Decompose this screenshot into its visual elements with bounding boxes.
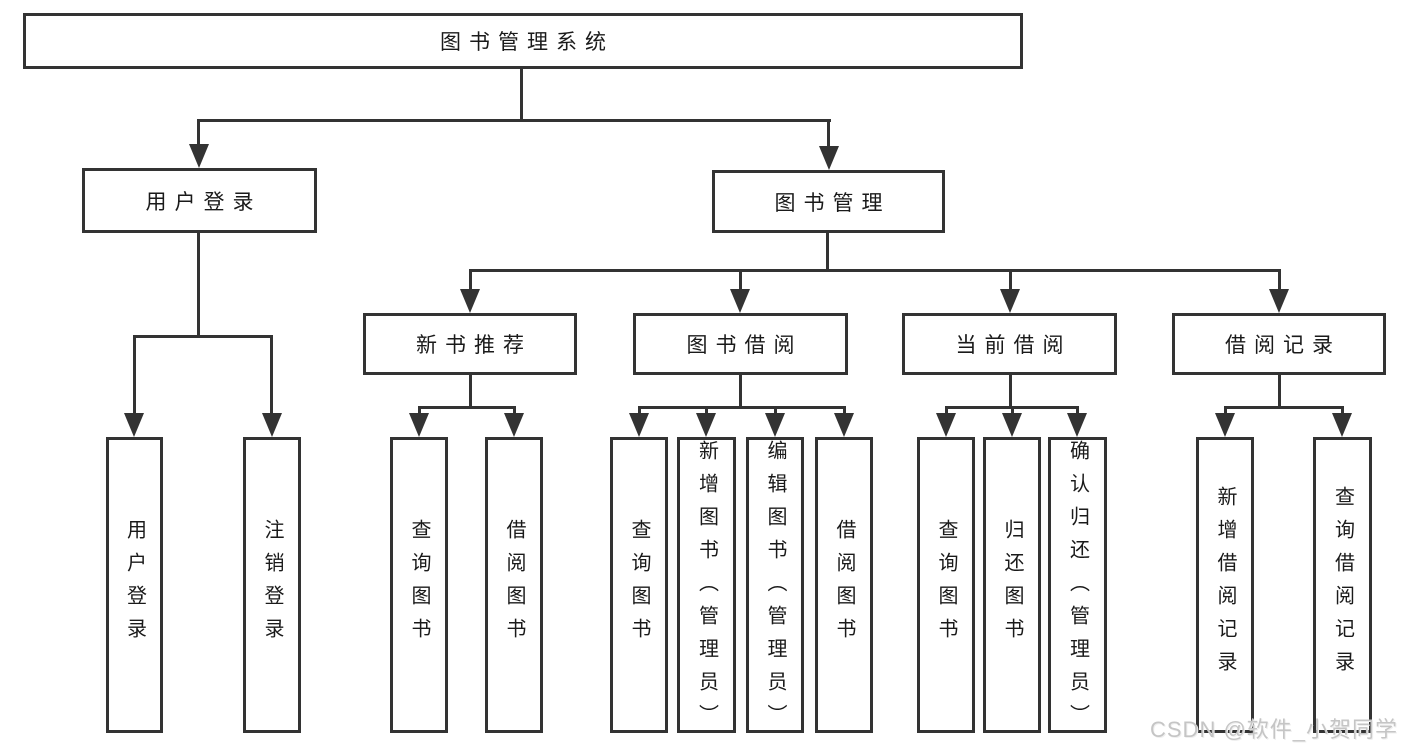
arrowhead-leaf-newbook-query: [409, 413, 429, 437]
node-library-management-system: 图书管理系统: [23, 13, 1023, 69]
leaf-borrow-borrow-books: 借阅图书: [815, 437, 873, 733]
connector-root-stem: [520, 69, 523, 121]
arrowhead-leaf-borrow-add: [696, 413, 716, 437]
connector-borrow-record-drop: [1278, 269, 1281, 290]
leaf-user-login: 用户登录: [106, 437, 163, 733]
connector-level3-bar: [469, 269, 1281, 272]
arrowhead-leaf-record-add: [1215, 413, 1235, 437]
node-new-book-recommendation: 新书推荐: [363, 313, 577, 375]
connector-leaf-drop: [1076, 406, 1079, 414]
connector-leaf-drop: [1224, 406, 1227, 414]
connector-new-book-stem: [469, 375, 472, 408]
csdn-watermark: CSDN @软件_小贺同学: [1150, 717, 1399, 742]
arrowhead-borrow-record: [1269, 289, 1289, 313]
arrowhead-leaf-record-query: [1332, 413, 1352, 437]
arrowhead-leaf-newbook-borrow: [504, 413, 524, 437]
connector-user-login-bar: [133, 335, 273, 338]
connector-user-login-drop: [197, 119, 200, 146]
leaf-newbook-query-books: 查询图书: [390, 437, 448, 733]
connector-new-book-leaf-bar: [418, 406, 516, 409]
leaf-record-query-borrow-record: 查询借阅记录: [1313, 437, 1372, 733]
arrowhead-leaf-borrow-borrow: [834, 413, 854, 437]
connector-book-borrow-leaf-bar: [638, 406, 846, 409]
arrowhead-book-borrow: [730, 289, 750, 313]
connector-level2-bar: [197, 119, 831, 122]
connector-new-book-drop: [469, 269, 472, 290]
arrowhead-book-management: [819, 146, 839, 170]
arrowhead-leaf-current-return: [1002, 413, 1022, 437]
connector-book-borrow-stem: [739, 375, 742, 408]
leaf-record-add-borrow-record: 新增借阅记录: [1196, 437, 1254, 733]
node-borrowing-records: 借阅记录: [1172, 313, 1386, 375]
arrowhead-leaf-current-query: [936, 413, 956, 437]
connector-leaf-drop: [1341, 406, 1344, 414]
arrowhead-leaf-borrow-query: [629, 413, 649, 437]
leaf-current-query-books: 查询图书: [917, 437, 975, 733]
connector-book-management-stem: [826, 233, 829, 271]
leaf-borrow-add-books-admin: 新增图书（管理员）: [677, 437, 736, 737]
connector-leaf-drop: [774, 406, 777, 414]
connector-leaf-drop: [418, 406, 421, 414]
leaf-borrow-edit-books-admin: 编辑图书（管理员）: [746, 437, 804, 737]
connector-book-borrow-drop: [739, 269, 742, 290]
arrowhead-leaf-login: [124, 413, 144, 437]
connector-user-login-stem: [197, 233, 200, 337]
connector-leaf-login-drop: [133, 335, 136, 414]
connector-leaf-drop: [638, 406, 641, 414]
connector-book-management-drop: [827, 119, 830, 148]
leaf-current-return-books: 归还图书: [983, 437, 1041, 733]
connector-leaf-logout-drop: [270, 335, 273, 414]
leaf-current-confirm-return-admin: 确认归还（管理员）: [1048, 437, 1107, 737]
connector-leaf-drop: [843, 406, 846, 414]
connector-leaf-drop: [1011, 406, 1014, 414]
leaf-logout: 注销登录: [243, 437, 301, 733]
node-book-management: 图书管理: [712, 170, 945, 233]
connector-leaf-drop: [513, 406, 516, 414]
connector-current-borrow-drop: [1009, 269, 1012, 290]
node-book-borrowing: 图书借阅: [633, 313, 848, 375]
connector-borrow-record-stem: [1278, 375, 1281, 408]
node-user-login: 用户登录: [82, 168, 317, 233]
arrowhead-leaf-current-confirm: [1067, 413, 1087, 437]
connector-leaf-drop: [945, 406, 948, 414]
arrowhead-new-book: [460, 289, 480, 313]
node-current-borrowing: 当前借阅: [902, 313, 1117, 375]
arrowhead-user-login: [189, 144, 209, 168]
connector-borrow-record-leaf-bar: [1224, 406, 1344, 409]
arrowhead-leaf-borrow-edit: [765, 413, 785, 437]
connector-current-borrow-stem: [1009, 375, 1012, 408]
leaf-borrow-query-books: 查询图书: [610, 437, 668, 733]
connector-leaf-drop: [705, 406, 708, 414]
arrowhead-leaf-logout: [262, 413, 282, 437]
leaf-newbook-borrow-books: 借阅图书: [485, 437, 543, 733]
arrowhead-current-borrow: [1000, 289, 1020, 313]
